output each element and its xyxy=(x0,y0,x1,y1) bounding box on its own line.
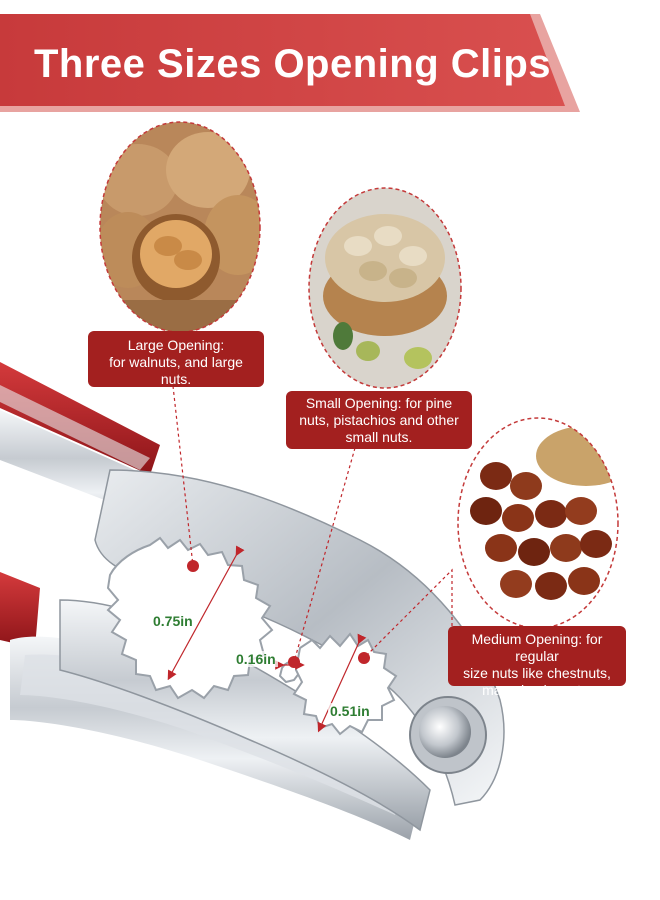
large-dimension-label: 0.75in xyxy=(151,613,195,629)
small-leader-line xyxy=(293,447,356,663)
medium-opening-callout: Medium Opening: for regular size nuts li… xyxy=(448,626,626,698)
pistachios-photo xyxy=(308,187,462,389)
small-callout-line1: Small Opening: for pine xyxy=(305,395,453,411)
small-callout-line2: nuts, pistachios and other xyxy=(299,412,459,428)
medium-callout-line3: macadamias, etc. xyxy=(482,682,592,698)
pivot-pin xyxy=(409,696,487,774)
small-callout-line3: small nuts. xyxy=(345,429,413,445)
banner-title: Three Sizes Opening Clips xyxy=(34,42,552,86)
lower-handle xyxy=(0,572,420,840)
walnuts-photo xyxy=(99,121,261,333)
large-callout-line2: for walnuts, and large nuts. xyxy=(109,354,243,387)
medium-leader-line xyxy=(363,568,453,659)
small-opening-callout: Small Opening: for pine nuts, pistachios… xyxy=(286,391,472,449)
medium-callout-line1: Medium Opening: for regular xyxy=(471,631,603,664)
medium-dimension-arrow xyxy=(317,633,367,733)
banner-shape xyxy=(0,14,580,112)
medium-dimension-label: 0.51in xyxy=(328,703,372,719)
large-callout-line1: Large Opening: xyxy=(127,337,225,353)
medium-callout-line2: size nuts like chestnuts, xyxy=(463,665,611,681)
gap-dimension-label: 0.16in xyxy=(234,651,278,667)
title-banner: Three Sizes Opening Clips xyxy=(0,14,580,112)
chestnuts-photo xyxy=(457,417,619,629)
large-leader-line xyxy=(172,385,194,567)
large-opening-callout: Large Opening: for walnuts, and large nu… xyxy=(88,331,264,387)
large-dimension-arrow xyxy=(167,545,245,681)
